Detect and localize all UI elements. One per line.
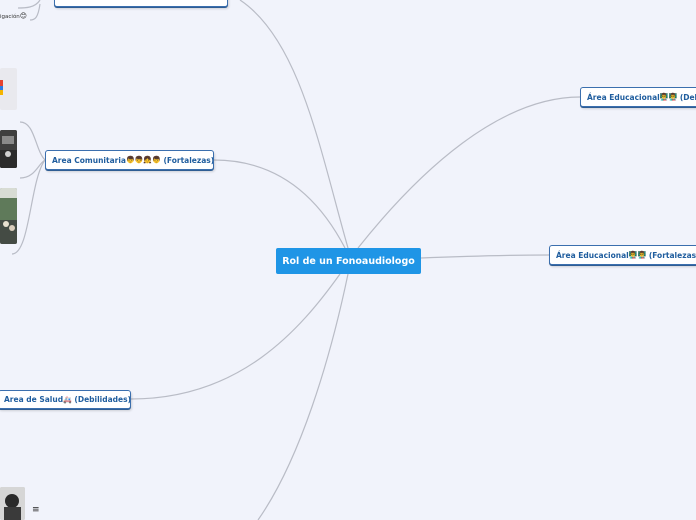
node-area-educacional-debilidades[interactable]: Área Educacional👨‍🏫👨‍🏫 (Debi xyxy=(580,87,696,107)
connector-com-img1 xyxy=(19,121,46,161)
smile-icon: 😊 xyxy=(19,12,28,20)
ambulance-icon: 🚑 xyxy=(63,395,72,404)
colorful-image-icon xyxy=(0,80,3,95)
teacher-icon: 👨‍🏫👨‍🏫 xyxy=(628,251,647,259)
thumbnail-photo-bottom[interactable] xyxy=(0,487,25,520)
connector-root-comunitaria xyxy=(213,159,346,249)
menu-icon[interactable]: ≡ xyxy=(32,505,40,515)
teacher-icon: 👨‍🏫👨‍🏫 xyxy=(659,93,678,101)
connector-com-img2 xyxy=(19,159,46,179)
investigacion-text: igación xyxy=(0,14,20,20)
investigacion-partial-label: igación😊 xyxy=(0,12,27,20)
root-label: Rol de un Fonoaudiologo xyxy=(282,255,415,267)
connector-root-edu-deb xyxy=(357,96,581,249)
node-area-salud[interactable]: Area de Salud🚑 (Debilidades) xyxy=(0,390,131,409)
thumbnail-colorful-image[interactable] xyxy=(0,68,17,110)
node-tag: (Fortalezas) xyxy=(648,250,696,260)
node-tag: (Debi xyxy=(679,92,696,102)
connector-top-partial2 xyxy=(29,3,41,21)
node-label: Area Comunitaria xyxy=(52,155,126,165)
connector-root-top xyxy=(239,0,349,249)
top-offscreen-node[interactable] xyxy=(54,0,228,7)
node-label: Área Educacional xyxy=(556,250,629,260)
connector-top-partial1 xyxy=(17,0,41,9)
node-area-comunitaria[interactable]: Area Comunitaria👦👦👧👦 (Fortalezas) xyxy=(45,150,214,170)
node-tag: (Fortalezas) xyxy=(163,155,214,165)
node-area-educacional-fortalezas[interactable]: Área Educacional👨‍🏫👨‍🏫 (Fortalezas) xyxy=(549,245,696,265)
children-icon: 👦👦👧👦 xyxy=(125,156,161,164)
node-label: Área Educacional xyxy=(587,92,660,102)
thumbnail-photo-community-2[interactable] xyxy=(0,188,17,244)
connector-root-bottom xyxy=(257,273,349,520)
thumbnail-photo-community-1[interactable] xyxy=(0,130,17,168)
node-label: Area de Salud xyxy=(4,395,64,404)
connector-com-img3 xyxy=(11,159,46,255)
connector-root-edu-fort xyxy=(420,254,550,259)
connector-root-salud xyxy=(130,273,341,400)
photo-icon xyxy=(0,130,17,168)
photo-icon xyxy=(0,487,25,520)
root-node[interactable]: Rol de un Fonoaudiologo xyxy=(276,248,421,274)
photo-icon xyxy=(0,188,17,244)
node-tag: (Debilidades) xyxy=(74,395,131,404)
